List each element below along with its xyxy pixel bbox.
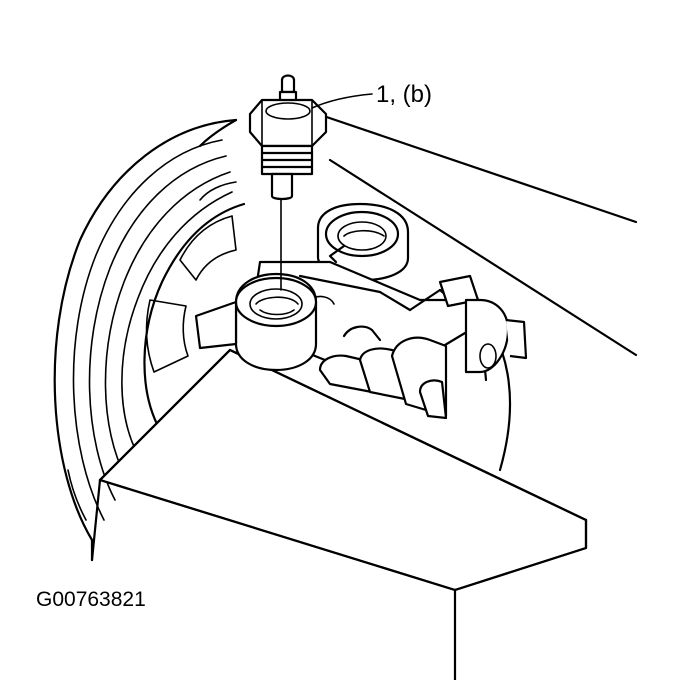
callout: 1, (b) (311, 81, 432, 109)
compressor-pulley (53, 118, 246, 562)
callout-leader-line (311, 93, 373, 109)
compressor-head (248, 202, 528, 420)
callout-label: 1, (b) (376, 81, 432, 108)
compressor-body (90, 106, 638, 682)
figure-id: G00763821 (36, 588, 146, 611)
sensor-port (194, 272, 318, 372)
pressure-switch (248, 74, 328, 201)
